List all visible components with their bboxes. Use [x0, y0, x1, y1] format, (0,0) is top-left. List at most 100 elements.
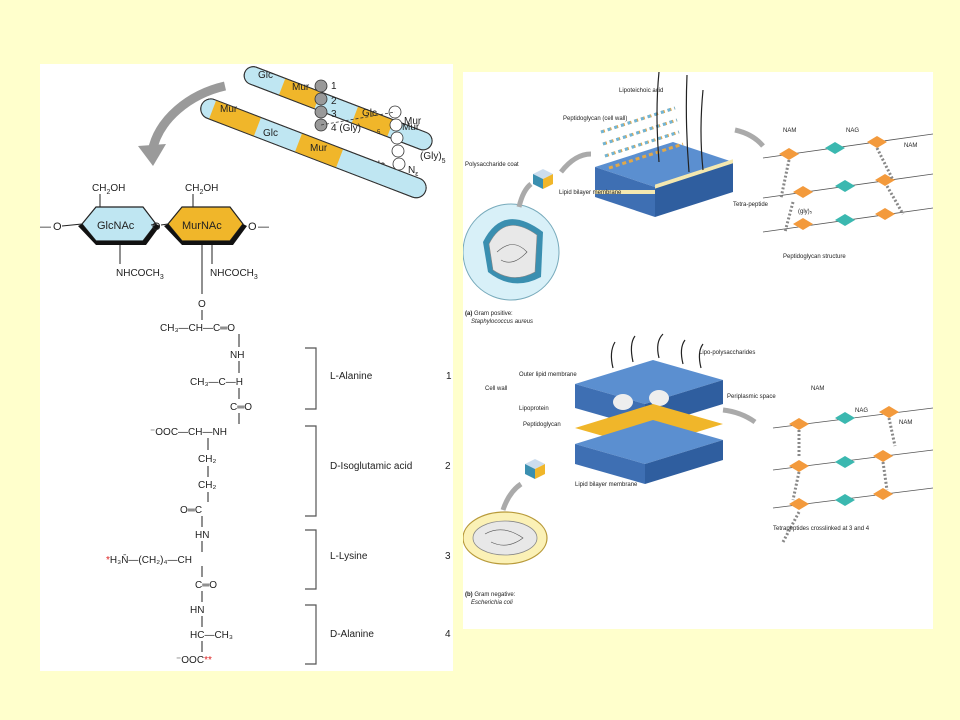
pep-num-4: 4 (Gly) [331, 123, 361, 134]
gram-negative-cube-icon [525, 459, 545, 479]
b-nam1: NAM [811, 386, 824, 392]
strand-top-label-3: Mur [402, 122, 420, 133]
chain-cooh-end: ⁻OOC** [176, 655, 212, 666]
a-nam2: NAM [904, 143, 917, 149]
chain-dala-mid: HC—CH₃ [190, 630, 233, 641]
o-right: O [248, 221, 257, 233]
chain-co1: C═O [230, 402, 252, 413]
b-nag: NAG [855, 408, 868, 414]
glycan-strand-bottom [200, 98, 427, 199]
pep-num-1: 1 [331, 81, 337, 92]
glcnac-label: GlcNAc [97, 220, 135, 232]
gram-positive-pg-diagram [762, 133, 933, 233]
chain-nh1: NH [230, 350, 244, 361]
strand-bottom-label-1: Glc [263, 128, 278, 139]
chain-ch2-b: CH₂ [198, 480, 216, 491]
b-outer: Outer lipid membrane [519, 372, 577, 378]
strand-bottom-label-0: Mur [220, 104, 238, 115]
strand-bottom-label-3: Mur [404, 116, 422, 127]
b-caption-species: Escherichia coli [471, 600, 513, 606]
cell-wall-panel: NAM NAG NAM Tetra-peptide (gly)₅ Peptido… [463, 72, 933, 629]
gram-negative-cell [463, 511, 548, 565]
gram-negative-wall-block [575, 333, 723, 484]
b-lipo-poly: Lipo-polysaccharides [699, 350, 755, 356]
chain-co2: O═C [180, 505, 202, 516]
strand-top-label-2: Glc [362, 108, 377, 119]
gn-arrow-1 [500, 481, 523, 511]
o-mid-bond-a [150, 223, 157, 226]
chain-lys-side: *H₃N̄—(CH₂)₄—CH [106, 553, 192, 566]
residue-num-3: 4 [445, 629, 451, 640]
murnac-label: MurNAc [182, 220, 222, 232]
chain-dash-right: — [258, 221, 269, 233]
glcnac-ch2oh: CH2OH [92, 183, 125, 196]
b-periplasmic: Periplasmic space [727, 394, 776, 400]
a-caption-species: Staphylococcus aureus [471, 319, 533, 325]
cell-wall-figure: NAM NAG NAM Tetra-peptide (gly)₅ Peptido… [463, 72, 933, 606]
b-lipid: Lipid bilayer membrane [575, 482, 638, 488]
a-lipoteichoic: Lipoteichoic acid [619, 88, 663, 94]
strand-top-label-0: Glc [258, 70, 273, 81]
a-polysaccharide: Polysaccharide coat [465, 162, 519, 168]
murnac-ring [164, 206, 247, 245]
peptidoglycan-chemistry-figure: Glc Mur Glc Mur Glc Mur Glc Mur Mur 1 2 … [40, 66, 452, 666]
glycan-strand-top [243, 66, 433, 151]
gram-positive-cube-icon [533, 169, 553, 189]
peptide-beads [314, 79, 406, 171]
b-nam2: NAM [899, 420, 912, 426]
a-peptidoglycan: Peptidoglycan (cell wall) [563, 116, 627, 122]
chain-co3: C═O [195, 580, 217, 591]
gram-negative-pg-diagram [772, 406, 933, 543]
murnac-nhcoch3: NHCOCH3 [210, 268, 258, 281]
chain-isoglu-top: ⁻OOC—CH—NH [150, 427, 227, 438]
strand-bottom-label-2: Mur [310, 143, 328, 154]
pep-num-2: 2 [331, 96, 337, 107]
gram-positive-wall-block [595, 72, 733, 217]
strand-top-label-1: Mur [292, 82, 310, 93]
murnac-ch2oh: CH2OH [185, 183, 218, 196]
gp-arrow-3 [734, 127, 765, 148]
a-lipid: Lipid bilayer membrane [559, 190, 622, 196]
a-pg-structure: Peptidoglycan structure [783, 254, 846, 260]
gram-positive-cell [463, 203, 560, 301]
ne-label: Nε [408, 165, 418, 178]
residue-num-1: 2 [445, 461, 451, 472]
a-nag: NAG [846, 128, 859, 134]
a-caption: (a) Gram positive: [465, 311, 513, 317]
residue-num-0: 1 [446, 371, 452, 382]
gly5-label: (Gly)5 [420, 151, 446, 165]
gly-bridge-line [320, 111, 396, 126]
chain-hn-lys: HN [195, 530, 209, 541]
b-tetras: Tetrapeptides crosslinked at 3 and 4 [773, 526, 870, 532]
a-tetra: Tetra-peptide [733, 202, 769, 208]
chain-dash-left: — [40, 221, 51, 233]
residue-name-2: L-Lysine [330, 551, 368, 562]
curved-arrow-head [138, 144, 166, 166]
b-caption: (b) Gram negative: [465, 592, 516, 598]
b-peptidoglycan: Peptidoglycan [523, 422, 561, 428]
residue-brackets [305, 347, 317, 665]
o-mid: O [152, 221, 161, 233]
glcnac-nhcoch3: NHCOCH3 [116, 268, 164, 281]
chain-lactyl: CH₃—CH—C═O [160, 323, 235, 334]
pep-num-3: 3 [331, 109, 337, 120]
curved-arrow [147, 81, 227, 154]
residue-name-0: L-Alanine [330, 371, 373, 382]
a-gly: (gly)₅ [798, 209, 813, 215]
pep-num-5: 5 [377, 130, 381, 136]
gp-arrow-2 [559, 151, 592, 174]
peptidoglycan-chemistry-panel: Glc Mur Glc Mur Glc Mur Glc Mur Mur 1 2 … [40, 64, 453, 671]
gp-arrow-1 [516, 182, 533, 208]
chain-hn-dala: HN [190, 605, 204, 616]
b-cell-wall: Cell wall [485, 386, 507, 392]
b-lipoprotein: Lipoprotein [519, 406, 549, 412]
o-left-bond [61, 223, 83, 227]
residue-name-1: D-Isoglutamic acid [330, 461, 412, 472]
residue-num-2: 3 [445, 551, 451, 562]
gn-arrow-2 [722, 407, 757, 425]
chain-ch2-a: CH₂ [198, 454, 216, 465]
o-mid-bond-b [160, 223, 169, 226]
a-nam1: NAM [783, 128, 796, 134]
o-left: O [53, 221, 62, 233]
residue-name-3: D-Alanine [330, 629, 374, 640]
